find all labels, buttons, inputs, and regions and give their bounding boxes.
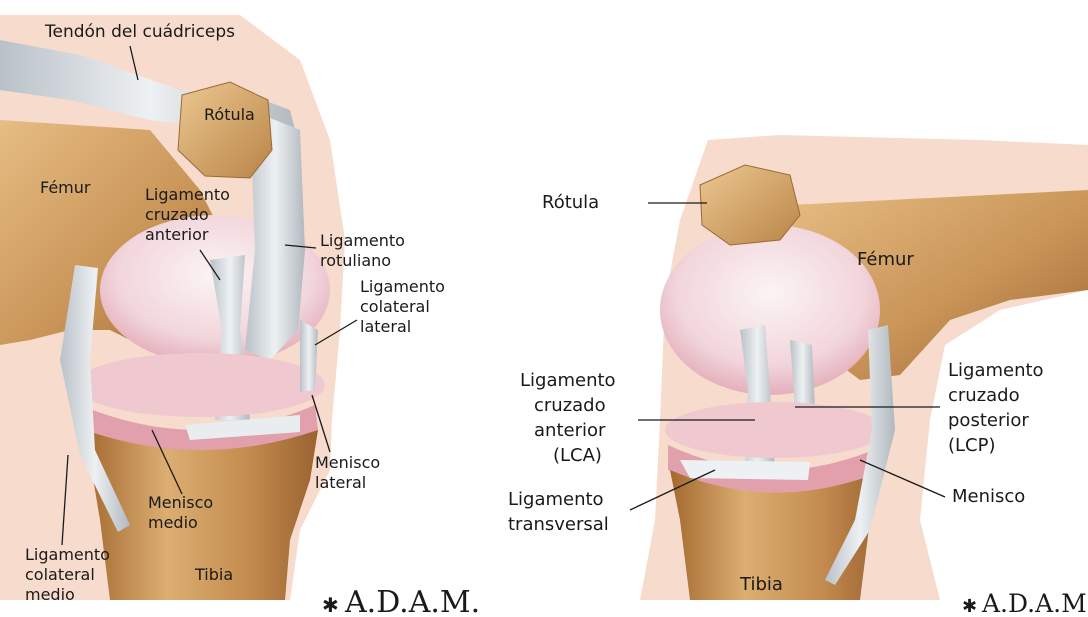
adam-logo-text-left: A.D.A.M.	[344, 585, 480, 617]
label-transverse-2: transversal	[508, 514, 609, 535]
label-patella-right: Rótula	[542, 192, 599, 213]
label-pcl-2: cruzado	[948, 385, 1020, 406]
label-lateral-meniscus-2: lateral	[315, 473, 366, 492]
adam-logo-left: ✱ A.D.A.M.	[322, 585, 480, 617]
adam-leaf-icon-left: ✱	[322, 593, 339, 617]
left-lateral-collateral-ligament	[300, 320, 318, 392]
label-acl-right-1: Ligamento	[520, 370, 616, 391]
label-transverse-1: Ligamento	[508, 489, 604, 510]
label-patellar-ligament-2: rotuliano	[320, 251, 391, 270]
left-tibial-plateau	[75, 353, 325, 417]
label-tibia-right: Tibia	[739, 574, 783, 595]
label-acl-right-2: cruzado	[534, 395, 606, 416]
label-pcl-1: Ligamento	[948, 360, 1044, 381]
label-medial-collateral-1: Ligamento	[25, 545, 110, 564]
label-acl-right-4: (LCA)	[553, 445, 602, 466]
label-medial-meniscus-1: Menisco	[148, 493, 213, 512]
adam-logo-text-right: A.D.A.M.	[981, 589, 1088, 617]
right-tibial-plateau	[665, 402, 885, 458]
label-medial-meniscus-2: medio	[148, 513, 198, 532]
label-lateral-meniscus-1: Menisco	[315, 453, 380, 472]
right-femoral-cartilage	[660, 225, 880, 395]
label-patellar-ligament-1: Ligamento	[320, 231, 405, 250]
adam-leaf-icon-right: ✱	[962, 596, 977, 617]
label-patella-left: Rótula	[204, 105, 255, 124]
label-acl-right-3: anterior	[534, 420, 606, 441]
left-patella	[178, 82, 272, 178]
adam-logo-right: ✱ A.D.A.M.	[962, 589, 1088, 617]
label-femur-left: Fémur	[40, 178, 91, 197]
label-quadriceps-tendon: Tendón del cuádriceps	[44, 22, 235, 42]
label-pcl-4: (LCP)	[948, 435, 996, 456]
label-acl-left-2: cruzado	[145, 205, 209, 224]
label-meniscus-right: Menisco	[952, 486, 1025, 507]
label-acl-left-3: anterior	[145, 225, 209, 244]
label-femur-right: Fémur	[857, 249, 914, 270]
label-lateral-collateral-2: colateral	[360, 297, 430, 316]
label-acl-left-1: Ligamento	[145, 185, 230, 204]
label-tibia-left: Tibia	[194, 565, 233, 584]
label-medial-collateral-2: colateral	[25, 565, 95, 584]
label-lateral-collateral-1: Ligamento	[360, 277, 445, 296]
label-pcl-3: posterior	[948, 410, 1029, 431]
label-lateral-collateral-3: lateral	[360, 317, 411, 336]
label-medial-collateral-3: medio	[25, 585, 75, 604]
